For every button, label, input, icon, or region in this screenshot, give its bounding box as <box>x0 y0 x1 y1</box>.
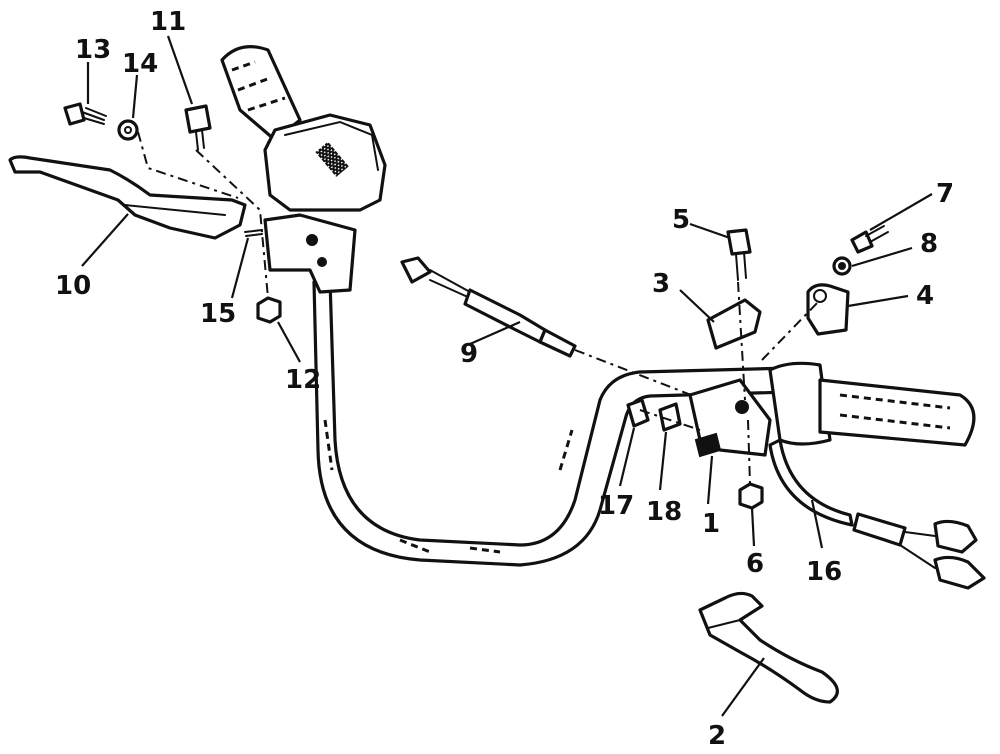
callout-13: 13 <box>75 35 111 65</box>
callout-9: 9 <box>460 339 478 369</box>
nut-12 <box>256 296 282 324</box>
clutch-switch-cable <box>400 256 731 411</box>
callout-labels: 13 14 11 10 15 12 9 5 3 7 8 4 17 18 1 6 … <box>55 7 954 751</box>
callout-15: 15 <box>200 299 236 329</box>
lever-bracket-left <box>263 213 357 294</box>
brake-lever <box>8 155 247 240</box>
callout-11: 11 <box>150 7 186 37</box>
clutch-lever <box>698 591 839 704</box>
nut-6 <box>738 482 764 510</box>
clamp-4 <box>806 283 850 336</box>
callout-8: 8 <box>920 229 938 259</box>
callout-7: 7 <box>936 179 954 209</box>
master-cylinder: ▓▓▓ <box>263 113 387 212</box>
bolt-13 <box>63 102 107 126</box>
wire-harness <box>768 438 986 590</box>
collar-17 <box>626 398 650 428</box>
washer-8 <box>832 256 852 276</box>
callout-12: 12 <box>285 365 321 395</box>
callout-2: 2 <box>708 721 726 751</box>
callout-10: 10 <box>55 271 91 301</box>
bolt-11 <box>184 104 212 151</box>
callout-16: 16 <box>806 557 842 587</box>
clutch-lever-holder <box>688 378 772 458</box>
collar-18 <box>658 402 682 432</box>
right-grip <box>818 378 976 447</box>
handlebar <box>312 278 792 567</box>
callout-4: 4 <box>916 281 934 311</box>
bolt-7 <box>850 225 889 254</box>
callout-17: 17 <box>598 491 634 521</box>
bolt-5 <box>726 228 752 281</box>
bracket-3 <box>706 298 762 350</box>
callout-18: 18 <box>646 497 682 527</box>
right-switch-housing <box>768 361 832 446</box>
assembly-lines <box>137 131 821 485</box>
callout-14: 14 <box>122 49 158 79</box>
pin-15 <box>244 229 263 237</box>
callout-6: 6 <box>746 549 764 579</box>
nut-14 <box>117 119 139 141</box>
leader-lines <box>81 35 933 717</box>
callout-5: 5 <box>672 205 690 235</box>
callout-3: 3 <box>652 269 670 299</box>
callout-1: 1 <box>702 509 720 539</box>
